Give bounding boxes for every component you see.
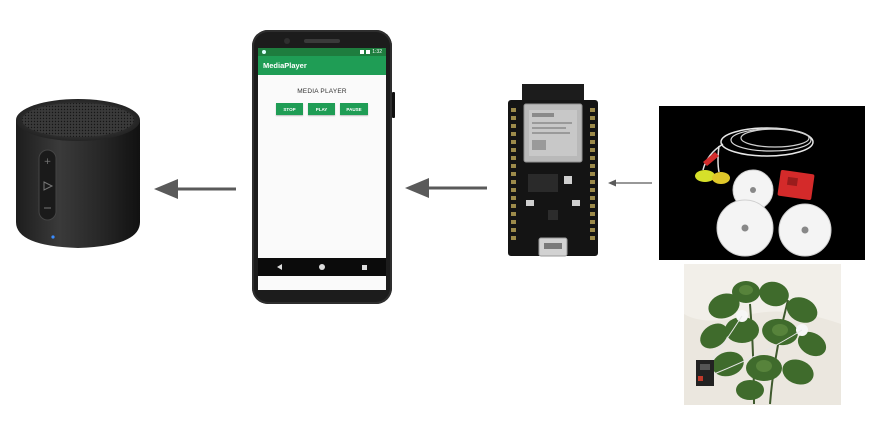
battery-icon: [366, 50, 371, 54]
power-button: [392, 92, 395, 118]
arrow-to-speaker: [152, 177, 238, 201]
phone-screen: 1:32 MediaPlayer MEDIA PLAYER STOP PLAY …: [258, 48, 386, 290]
notification-icon: [262, 50, 266, 54]
recents-icon[interactable]: [362, 264, 368, 270]
arrow-to-phone: [403, 176, 489, 200]
status-time: 1:32: [372, 49, 382, 55]
navigation-bar: [258, 258, 386, 276]
home-icon[interactable]: [318, 264, 325, 270]
microcontroller-board-icon: [502, 82, 604, 260]
playback-controls: STOP PLAY PAUSE: [258, 103, 386, 115]
ecg-electrode-sensor-icon: [659, 106, 865, 260]
app-title: MediaPlayer: [263, 61, 307, 70]
play-button[interactable]: PLAY: [308, 103, 335, 115]
status-bar: 1:32: [258, 48, 386, 56]
app-bar: MediaPlayer: [258, 56, 386, 75]
media-player-heading: MEDIA PLAYER: [297, 88, 347, 95]
back-icon[interactable]: [276, 264, 282, 270]
pause-button[interactable]: PAUSE: [340, 103, 368, 115]
arrow-to-esp32: [606, 177, 654, 189]
front-camera: [284, 38, 290, 44]
earpiece: [304, 39, 340, 43]
signal-icon: [360, 50, 365, 54]
svg-text:+: +: [44, 157, 52, 167]
stop-button[interactable]: STOP: [276, 103, 303, 115]
android-phone: 1:32 MediaPlayer MEDIA PLAYER STOP PLAY …: [252, 30, 395, 304]
bluetooth-speaker-icon: +: [12, 96, 144, 252]
potted-plant-icon: [684, 264, 841, 405]
